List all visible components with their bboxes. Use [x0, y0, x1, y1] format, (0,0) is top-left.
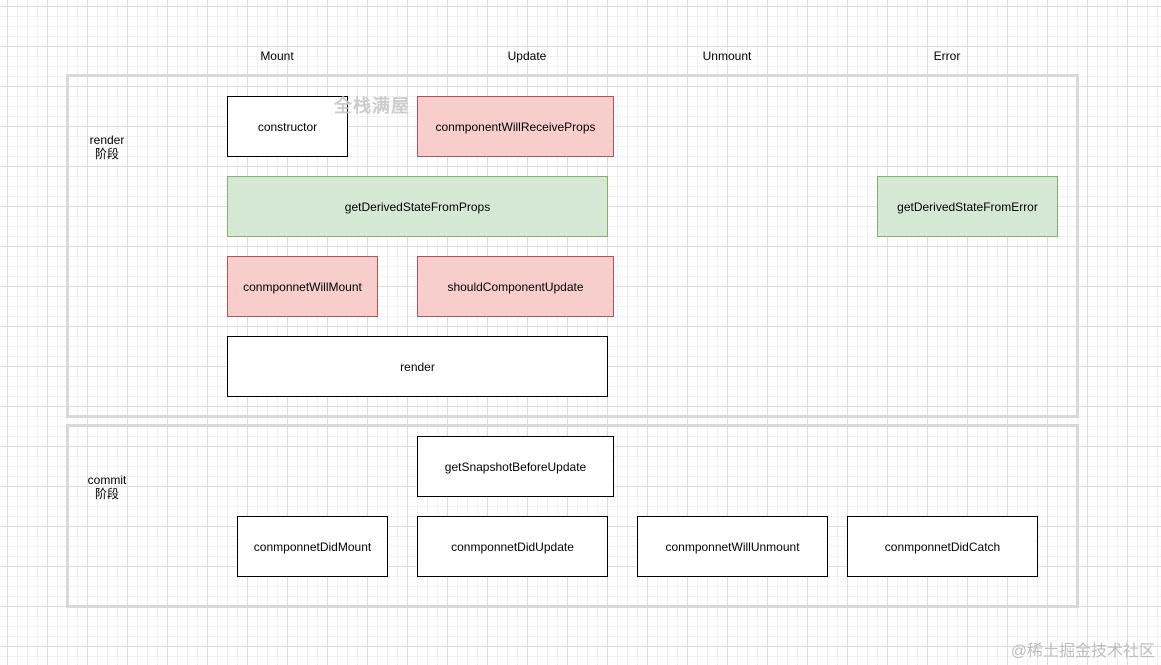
derived-state-from-error-box[interactable]: getDerivedStateFromError [877, 176, 1058, 237]
will-receive-props-box[interactable]: conmponentWillReceiveProps [417, 96, 614, 157]
should-component-update-box[interactable]: shouldComponentUpdate [417, 256, 614, 317]
commit-phase-name: commit [87, 473, 127, 487]
did-update-box[interactable]: conmponnetDidUpdate [417, 516, 608, 577]
column-label-update: Update [507, 49, 547, 63]
render-box[interactable]: render [227, 336, 608, 397]
watermark-top: 全栈满屋 [334, 96, 410, 116]
did-mount-box[interactable]: conmponnetDidMount [237, 516, 388, 577]
will-mount-box[interactable]: conmponnetWillMount [227, 256, 378, 317]
will-unmount-box[interactable]: conmponnetWillUnmount [637, 516, 828, 577]
watermark-bottom: @稀土掘金技术社区 [1010, 643, 1155, 660]
column-label-error: Error [933, 49, 961, 63]
commit-phase-label: commit 阶段 [77, 473, 137, 501]
derived-state-from-props-box[interactable]: getDerivedStateFromProps [227, 176, 608, 237]
column-label-unmount: Unmount [702, 49, 752, 63]
column-label-mount: Mount [260, 49, 294, 63]
commit-phase-suffix: 阶段 [94, 487, 119, 501]
render-phase-suffix: 阶段 [94, 147, 119, 161]
snapshot-before-update-box[interactable]: getSnapshotBeforeUpdate [417, 436, 614, 497]
render-phase-label: render 阶段 [77, 133, 137, 161]
render-phase-container [66, 74, 1079, 418]
commit-phase-container [66, 424, 1079, 608]
constructor-box[interactable]: constructor [227, 96, 348, 157]
did-catch-box[interactable]: conmponnetDidCatch [847, 516, 1038, 577]
render-phase-name: render [89, 133, 125, 147]
